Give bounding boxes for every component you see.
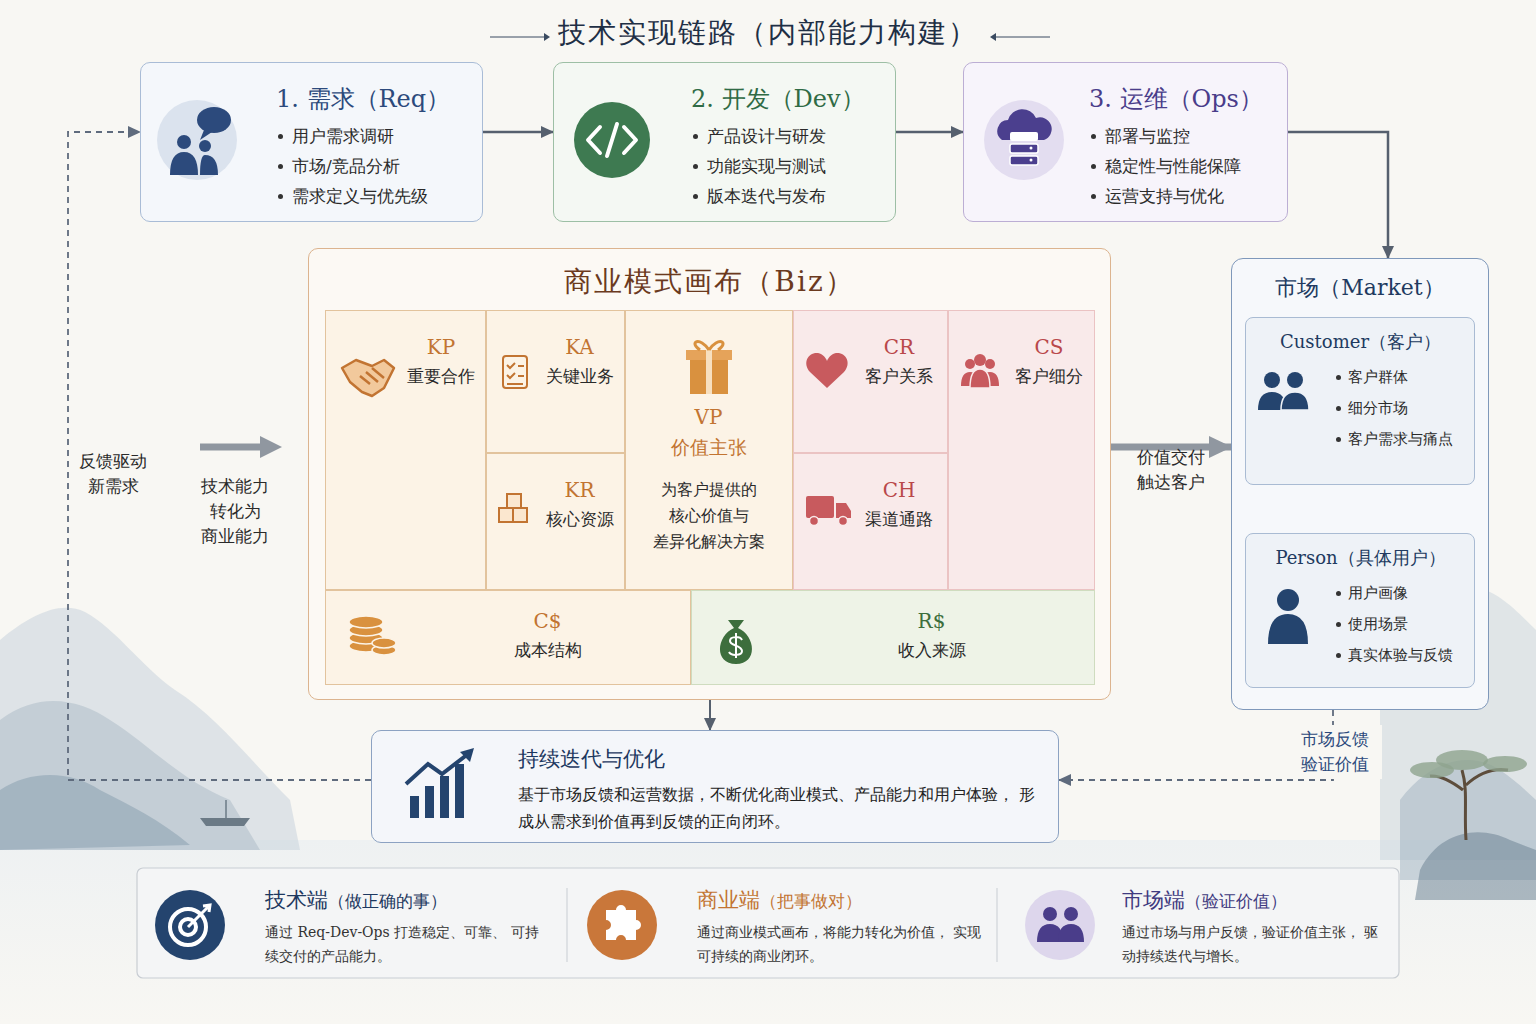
cs-icon: [961, 354, 999, 388]
bullet-item: 市场/竞品分析: [276, 151, 472, 181]
customer-icon: [1258, 372, 1309, 410]
diagram-title: 技术实现链路（内部能力构建）: [558, 14, 978, 52]
bullet-item: 细分市场: [1334, 393, 1468, 424]
cell-name: 关键业务: [542, 365, 618, 388]
cell-code: KR: [542, 478, 618, 502]
note-label: 技术能力 转化为 商业能力: [193, 474, 278, 549]
box-heading: Customer（客户）: [1254, 330, 1468, 354]
cell-code: VP: [634, 405, 784, 429]
ka-icon: [503, 356, 527, 388]
cell-name: 客户细分: [1011, 365, 1088, 388]
cell-name: 核心资源: [542, 508, 618, 531]
canvas-panel: 商业模式画布（Biz） KP 重要合作 KA 关键业务 KR 核心资源 VP 价值主张为客户提供…: [308, 248, 1111, 700]
bullet-item: 版本迭代与发布: [691, 181, 885, 211]
box-heading: 持续迭代与优化: [518, 745, 1038, 773]
puzzle-icon: [587, 890, 657, 960]
cell-code: CR: [858, 335, 941, 359]
box-subheading: （验证价值）: [1185, 890, 1287, 913]
canvas-cell: CR 客户关系: [793, 310, 948, 453]
connector: [483, 131, 553, 134]
bullet-item: 客户需求与痛点: [1334, 424, 1468, 455]
bullet-item: 客户群体: [1334, 362, 1468, 393]
connector: [1288, 132, 1388, 258]
bullet-item: 产品设计与研发: [691, 121, 885, 151]
panel-title: 市场（Market）: [1232, 273, 1488, 303]
chart-icon: [406, 748, 474, 818]
box-heading: 1. 需求（Req）: [276, 83, 472, 115]
kr-icon: [499, 494, 527, 522]
box-heading: 技术端: [265, 886, 328, 914]
bullet-item: 使用场景: [1334, 609, 1468, 640]
cell-code: R$: [776, 609, 1088, 633]
bullet-item: 稳定性与性能保障: [1089, 151, 1277, 181]
box-body: 通过 Req-Dev-Ops 打造稳定、可靠、 可持续交付的产品能力。: [265, 920, 552, 968]
canvas-cell: CS 客户细分: [948, 310, 1095, 590]
kp-icon: [342, 360, 394, 396]
cost-icon: [349, 616, 396, 655]
cell-name: 客户关系: [858, 365, 941, 388]
box-heading: Person（具体用户）: [1254, 546, 1468, 570]
cell-code: KP: [404, 335, 479, 359]
vp-icon: [686, 342, 732, 394]
cell-name: 收入来源: [776, 639, 1088, 662]
cell-name: 价值主张: [634, 435, 784, 461]
edge-label: 反馈驱动 新需求: [71, 449, 156, 499]
box-body: 通过市场与用户反馈，验证价值主张， 驱动持续迭代与增长。: [1122, 920, 1387, 968]
canvas-cell: KP 重要合作: [325, 310, 486, 590]
cr-icon: [806, 353, 847, 388]
market-box: Person（具体用户） 用户画像使用场景真实体验与反馈: [1245, 533, 1475, 688]
box-heading: 市场端: [1122, 886, 1185, 914]
panel-title: 商业模式画布（Biz）: [309, 263, 1110, 301]
cell-name: 渠道通路: [858, 508, 941, 531]
cell-code: KA: [542, 335, 618, 359]
cell-note: 为客户提供的 核心价值与 差异化解决方案: [634, 477, 784, 555]
box-subheading: （做正确的事）: [328, 890, 447, 913]
revenue-icon: [720, 620, 752, 664]
people-icon: [1025, 890, 1095, 960]
cell-code: CS: [1011, 335, 1088, 359]
iteration-box: 持续迭代与优化基于市场反馈和运营数据，不断优化商业模式、产品能力和用户体验， 形…: [371, 730, 1059, 843]
req-icon: [157, 100, 237, 180]
person-icon: [1268, 589, 1308, 644]
target-icon: [155, 890, 225, 960]
box-body: 基于市场反馈和运营数据，不断优化商业模式、产品能力和用户体验， 形成从需求到价值…: [518, 781, 1038, 835]
bullet-item: 用户需求调研: [276, 121, 472, 151]
bullet-item: 真实体验与反馈: [1334, 640, 1468, 671]
bullet-item: 需求定义与优先级: [276, 181, 472, 211]
cell-name: 重要合作: [404, 365, 479, 388]
bullet-item: 用户画像: [1334, 578, 1468, 609]
bullet-item: 运营支持与优化: [1089, 181, 1277, 211]
cell-code: CH: [858, 478, 941, 502]
box-body: 通过商业模式画布，将能力转化为价值， 实现可持续的商业闭环。: [697, 920, 982, 968]
dev-icon: [574, 102, 650, 178]
cell-code: C$: [412, 609, 684, 633]
box-heading: 2. 开发（Dev）: [691, 83, 885, 115]
bullet-item: 功能实现与测试: [691, 151, 885, 181]
canvas-cell: R$ 收入来源: [691, 590, 1095, 685]
cell-name: 成本结构: [412, 639, 684, 662]
connector: [709, 700, 711, 730]
bullet-item: 部署与监控: [1089, 121, 1277, 151]
edge-label: 价值交付 触达客户: [1129, 445, 1214, 495]
box-subheading: （把事做对）: [760, 890, 862, 913]
box-heading: 3. 运维（Ops）: [1089, 83, 1277, 115]
box-heading: 商业端: [697, 886, 760, 914]
edge-label: 市场反馈 验证价值: [1289, 725, 1382, 779]
ch-icon: [806, 496, 851, 526]
ops-icon: [984, 100, 1064, 180]
canvas-cell: KA 关键业务: [486, 310, 625, 453]
connector: [896, 131, 963, 134]
